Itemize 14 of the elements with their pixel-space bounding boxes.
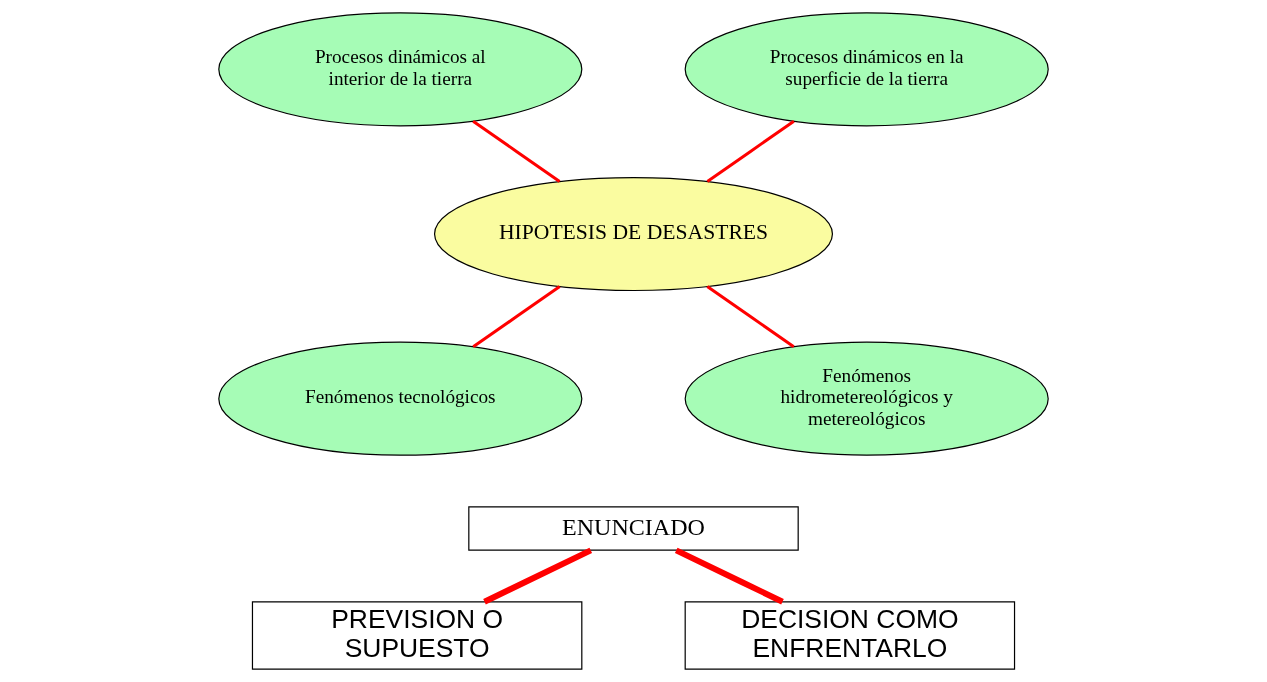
connector xyxy=(706,120,795,183)
node-ellipse: Procesos dinámicos en la superficie de la tierra xyxy=(684,12,1049,127)
connector xyxy=(674,547,784,605)
node-box: DECISION COMO ENFRENTARLO xyxy=(684,601,1016,670)
connector xyxy=(483,547,593,605)
node-ellipse: HIPOTESIS DE DESASTRES xyxy=(433,176,834,292)
connector xyxy=(472,285,561,348)
node-ellipse: Fenómenos hidrometereológicos y metereológicos xyxy=(684,341,1049,456)
node-ellipse: Fenómenos tecnológicos xyxy=(218,341,583,456)
node-box: PREVISION O SUPUESTO xyxy=(251,601,583,670)
node-ellipse: Procesos dinámicos al interior de la tierra xyxy=(218,12,583,127)
node-box: ENUNCIADO xyxy=(468,506,799,551)
connector xyxy=(706,285,795,348)
connector xyxy=(472,120,561,183)
